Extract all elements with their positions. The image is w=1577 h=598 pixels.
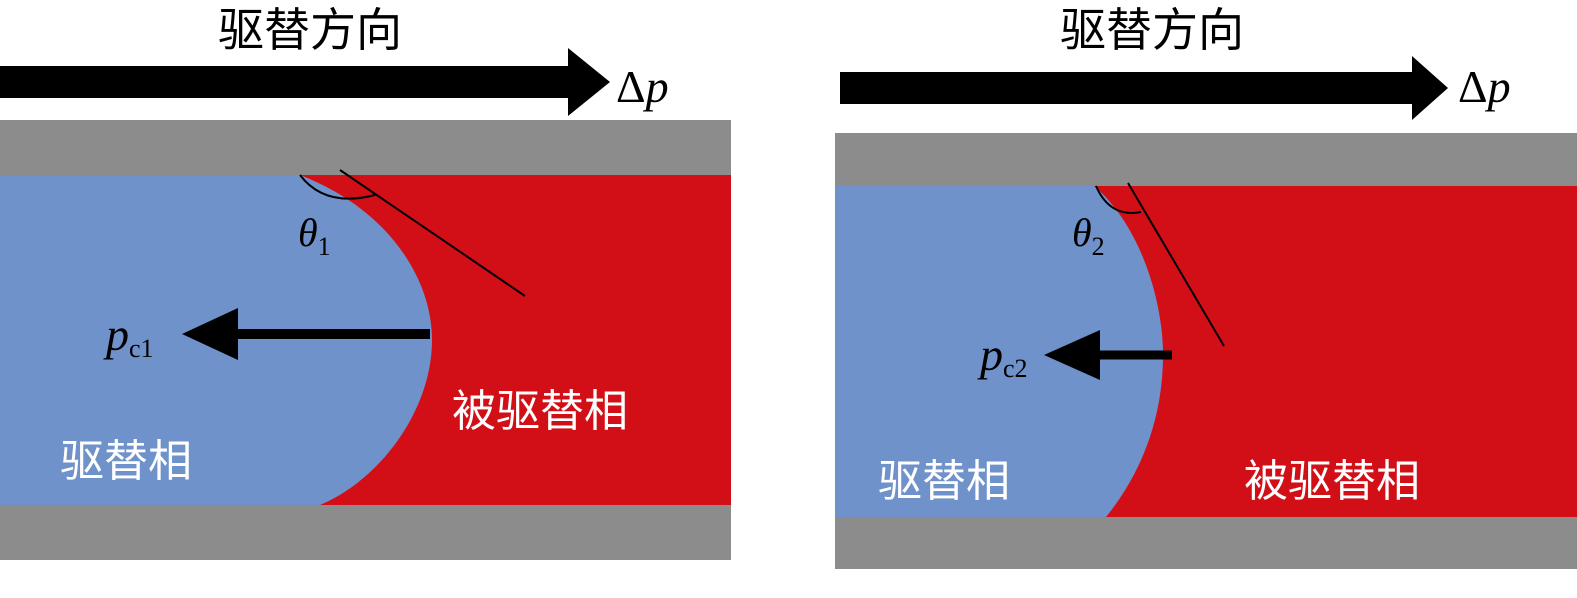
- contact-angle-arc: [299, 174, 376, 200]
- panel-right: 驱替方向 Δp θ2 pc2 驱替相 被驱替相: [835, 3, 1577, 569]
- displacement-direction-label: 驱替方向: [218, 3, 402, 57]
- capillary-pressure-subscript: c1: [129, 334, 154, 363]
- theta-index: 2: [1092, 232, 1105, 261]
- capillary-pressure-label: pc1: [103, 309, 154, 363]
- pressure-difference-label: Δp: [1458, 61, 1511, 112]
- capillary-pressure-label: pc2: [977, 329, 1028, 383]
- displaced-phase-label: 被驱替相: [452, 386, 628, 437]
- delta-symbol: Δ: [1458, 61, 1488, 112]
- contact-angle-tangent-line: [339, 169, 526, 297]
- capillary-pressure-subscript: c2: [1003, 354, 1028, 383]
- contact-angle-label: θ2: [1072, 210, 1105, 261]
- displacing-phase-label: 驱替相: [878, 456, 1010, 507]
- displacement-direction-arrow: [840, 56, 1448, 120]
- theta-index: 1: [318, 232, 331, 261]
- displaced-phase-label: 被驱替相: [1244, 456, 1420, 507]
- pressure-symbol: p: [643, 61, 669, 112]
- capillary-pressure-arrowhead: [182, 308, 238, 360]
- contact-angle-arc: [1095, 185, 1142, 214]
- displacement-direction-label: 驱替方向: [1060, 3, 1244, 57]
- panel-left: 驱替方向 Δp θ1 pc1 驱替相 被驱替相: [0, 3, 731, 560]
- theta-symbol: θ: [1072, 210, 1092, 255]
- pressure-difference-label: Δp: [616, 61, 669, 112]
- contact-angle-label: θ1: [298, 210, 331, 261]
- capillary-pressure-symbol: p: [103, 309, 129, 360]
- displacing-phase-label: 驱替相: [60, 436, 192, 487]
- bottom-wall: [0, 505, 731, 560]
- bottom-wall: [835, 517, 1577, 569]
- theta-symbol: θ: [298, 210, 318, 255]
- pressure-symbol: p: [1485, 61, 1511, 112]
- capillary-pressure-symbol: p: [977, 329, 1003, 380]
- displacing-phase-region: [835, 186, 1163, 517]
- capillary-pressure-arrowhead: [1044, 330, 1100, 380]
- delta-symbol: Δ: [616, 61, 646, 112]
- top-wall: [0, 120, 731, 175]
- contact-angle-tangent-line: [1127, 182, 1225, 347]
- displacement-direction-arrow: [0, 48, 610, 116]
- top-wall: [835, 133, 1577, 186]
